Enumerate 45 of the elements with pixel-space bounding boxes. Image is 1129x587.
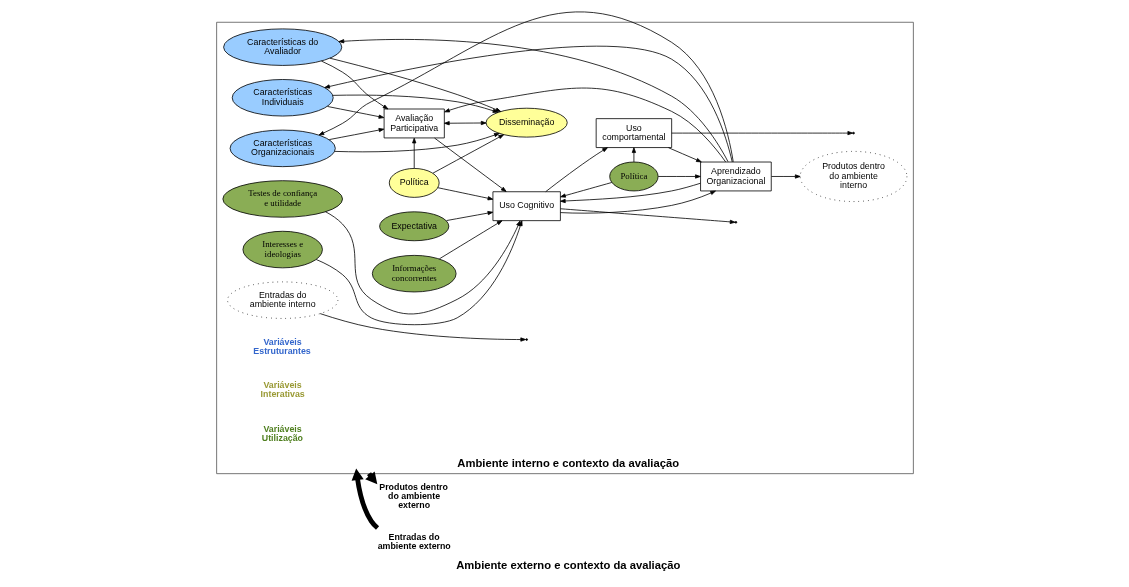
node-ellipse: Política	[608, 161, 658, 192]
arrow	[631, 147, 636, 163]
node-ellipse: Informações concorrentes	[371, 255, 456, 293]
arrow	[438, 220, 502, 260]
arrow	[318, 11, 734, 163]
arrow	[411, 137, 416, 169]
node-ellipse: Características Individuais	[231, 79, 334, 117]
label: Variáveis Utilização	[261, 423, 303, 443]
arrow	[559, 182, 612, 198]
arrow	[432, 134, 504, 174]
arrow	[329, 57, 501, 112]
caption: Ambiente externo e contexto da avaliação	[455, 558, 680, 571]
node-text: Entradas do ambiente externo	[377, 532, 451, 551]
arrow	[670, 131, 853, 136]
label: Variáveis Interativas	[260, 380, 305, 400]
arrow	[544, 147, 608, 193]
arrow	[445, 211, 493, 221]
node-box: Uso Cognitivo	[492, 191, 561, 222]
node-box: Avaliação Participativa	[383, 108, 445, 139]
node-ellipse: Testes de confiança e utilidade	[221, 180, 343, 218]
arrow	[559, 190, 716, 214]
arrow	[433, 137, 507, 192]
node-ellipse: Expectativa	[378, 211, 449, 242]
arrow	[770, 174, 801, 179]
node-ellipse: Entradas do ambiente interno	[226, 281, 338, 319]
arrow	[331, 94, 498, 113]
node-ellipse: Produtos dentro do ambiente interno	[799, 151, 907, 202]
arrow	[333, 133, 500, 153]
arrow	[320, 60, 388, 110]
node-ellipse: Interesses e ideologias	[242, 230, 323, 269]
node-text: Produtos dentro do ambiente externo	[378, 481, 448, 510]
arrow	[437, 187, 493, 201]
arrow	[328, 128, 384, 140]
arrow	[657, 174, 701, 179]
arrow	[667, 147, 702, 163]
node-ellipse: Política	[388, 168, 440, 198]
arrow	[326, 106, 384, 119]
label: Variáveis Estruturantes	[252, 336, 311, 356]
arrow	[351, 468, 379, 530]
node-box: Aprendizado Organizacional	[699, 161, 772, 192]
node-box: Uso comportamental	[595, 118, 672, 148]
arrow	[443, 87, 726, 163]
arrow	[319, 313, 526, 342]
arrow	[559, 182, 701, 204]
arrow	[443, 120, 486, 126]
